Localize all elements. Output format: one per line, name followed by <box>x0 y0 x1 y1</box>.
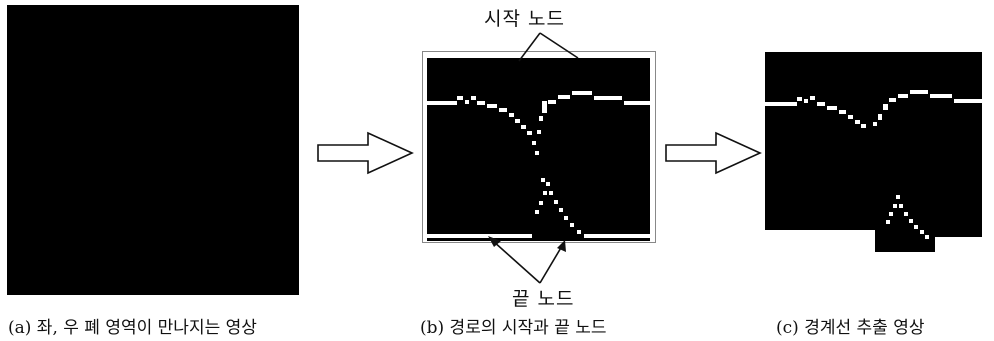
image-b-path-nodes <box>427 58 650 241</box>
end-node-label: 끝 노드 <box>512 288 575 310</box>
start-node-label: 시작 노드 <box>484 8 565 30</box>
caption-b: (b) 경로의 시작과 끝 노드 <box>420 318 607 338</box>
boundary-pixels-b <box>427 91 650 238</box>
image-a-lung-meeting <box>7 5 299 295</box>
caption-c: (c) 경계선 추출 영상 <box>776 318 925 338</box>
image-c-boundary-extraction <box>765 52 982 252</box>
arrow-right-icon <box>665 131 762 175</box>
caption-a: (a) 좌, 우 폐 영역이 만나지는 영상 <box>8 318 257 338</box>
arrow-right-icon <box>317 131 414 175</box>
boundary-pixels-c <box>765 90 982 252</box>
